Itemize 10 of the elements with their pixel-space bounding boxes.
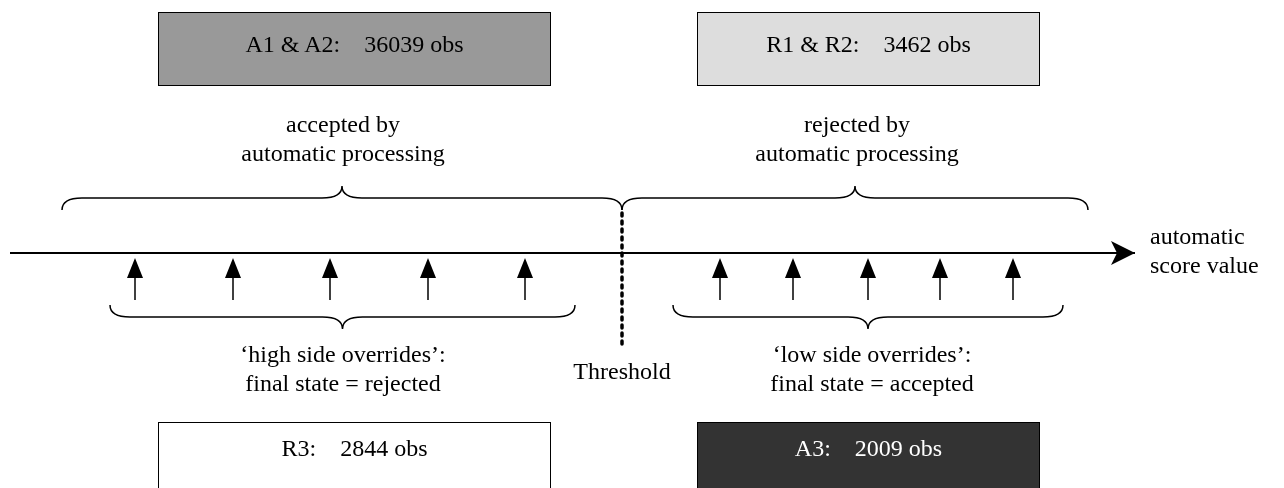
caption-text: ‘low side overrides’: final state = accepted — [770, 340, 974, 398]
count-box: A1 & A2: 36039 obs — [158, 12, 551, 86]
axis-label: automatic score value — [1150, 222, 1259, 280]
threshold-label: Threshold — [573, 357, 671, 386]
count-box: R3: 2844 obs — [158, 422, 551, 488]
caption-text: accepted by automatic processing — [241, 110, 445, 168]
count-box: R1 & R2: 3462 obs — [697, 12, 1040, 86]
caption-text: rejected by automatic processing — [755, 110, 959, 168]
count-box: A3: 2009 obs — [697, 422, 1040, 488]
caption-text: ‘high side overrides’: final state = rejected — [240, 340, 446, 398]
